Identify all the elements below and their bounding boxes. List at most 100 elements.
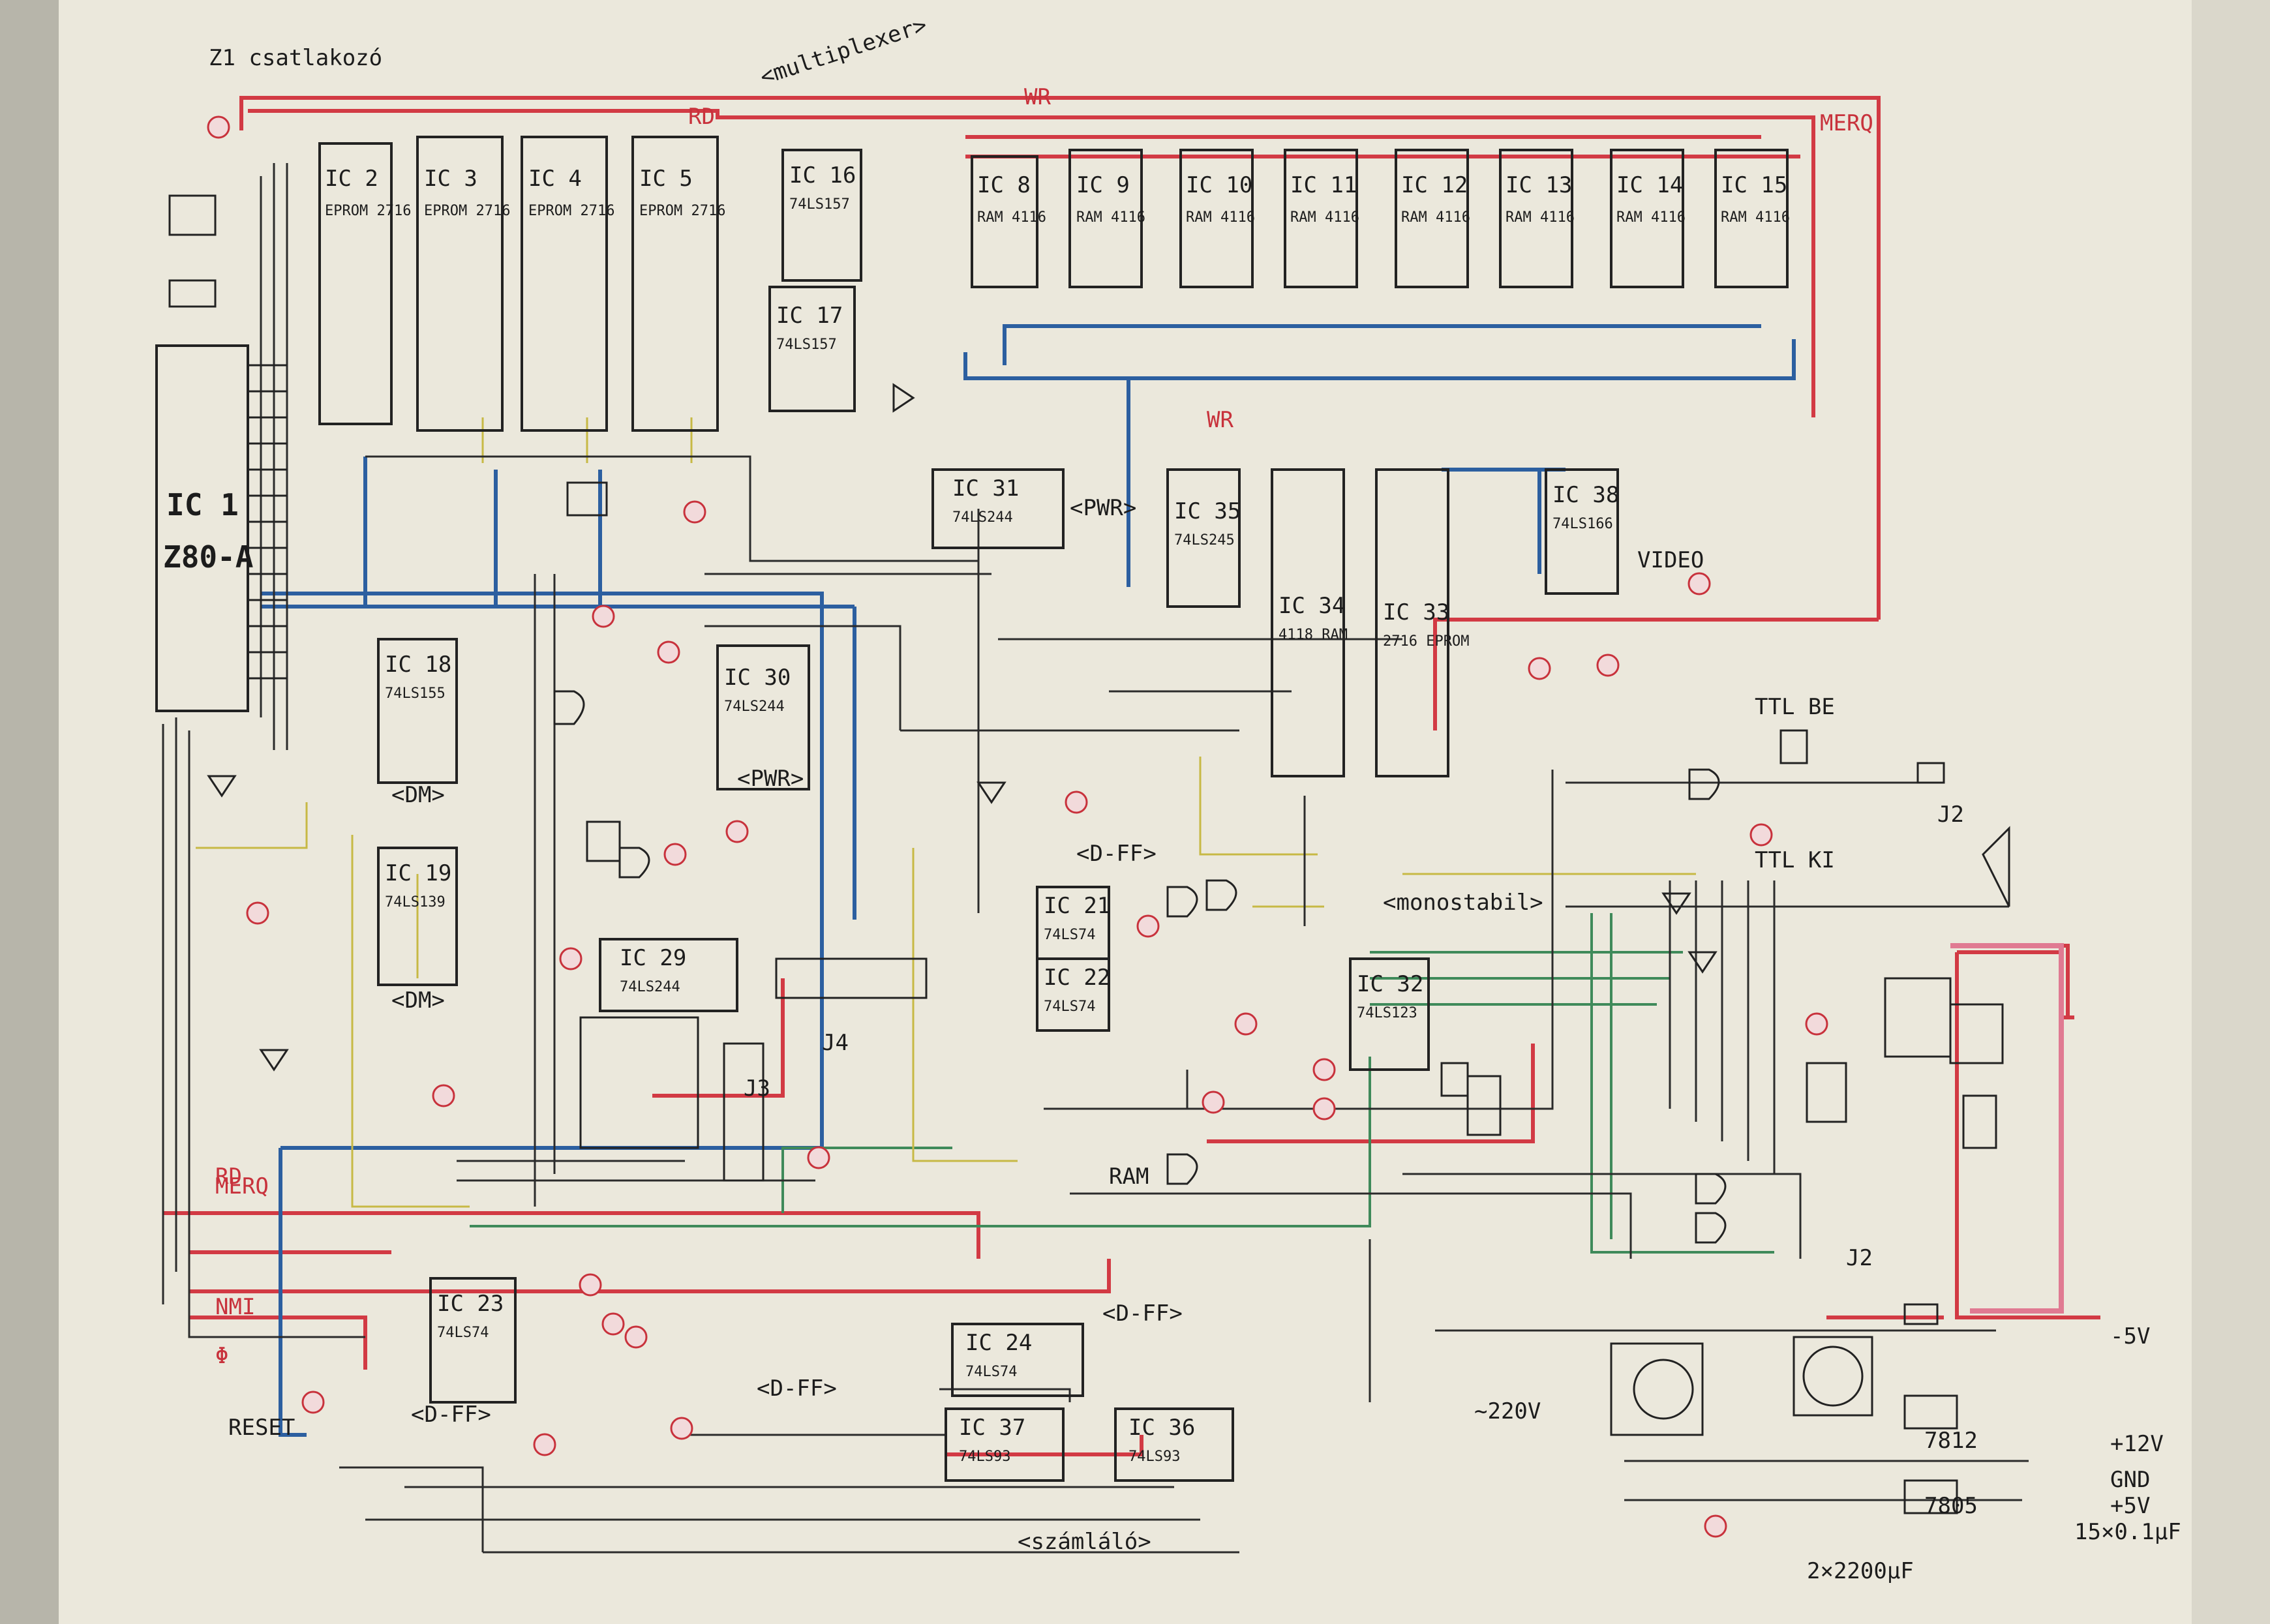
bus-label-nmi: NMI [215, 1294, 255, 1320]
connector-j3-label: J3 [744, 1075, 770, 1102]
ic-name: IC 17 [776, 303, 843, 329]
ic-part: 4118 RAM [1279, 627, 1348, 643]
output-minus5v-label: -5V [2110, 1323, 2150, 1349]
ic-name: IC 13 [1506, 172, 1572, 198]
ic-name: IC 35 [1174, 498, 1241, 524]
ic-11: IC 11 RAM 4116 [1284, 149, 1359, 288]
ic-part: 74LS74 [1044, 999, 1095, 1015]
ic-part: RAM 4116 [1616, 209, 1686, 226]
ic-name: IC 22 [1044, 965, 1110, 991]
misc-components [168, 194, 2010, 1514]
connector-j2-label: J2 [1937, 802, 1964, 828]
connector-j2-bottom-label: J2 [1846, 1245, 1873, 1271]
ic-31: IC 31 74LS244 [931, 468, 1065, 549]
note-counter: <számláló> [1018, 1529, 1151, 1555]
ic-name: IC 38 [1552, 482, 1619, 508]
output-5v-label: +5V [2110, 1493, 2150, 1519]
ic-name: IC 23 [437, 1291, 504, 1317]
ic-part: EPROM 2716 [639, 203, 725, 219]
note-dff-right: <D-FF> [1102, 1301, 1183, 1327]
ic-2: IC 2 EPROM 2716 [318, 142, 411, 425]
ic-12: IC 12 RAM 4116 [1395, 149, 1470, 288]
ic-13: IC 13 RAM 4116 [1499, 149, 1575, 288]
ic-24: IC 24 74LS74 [951, 1323, 1084, 1397]
ic-name: IC 32 [1357, 971, 1423, 997]
ic-name: IC 18 [385, 652, 451, 678]
ic-21: IC 21 74LS74 [1036, 886, 1110, 960]
ic-name: IC 14 [1616, 172, 1683, 198]
ic-5: IC 5 EPROM 2716 [631, 136, 725, 432]
connector-j4-label: J4 [822, 1030, 849, 1056]
ic-name: IC 24 [965, 1330, 1032, 1356]
ic-part: 74LS244 [952, 509, 1013, 526]
ic-name: IC 16 [789, 162, 856, 188]
ic-name: IC 21 [1044, 893, 1110, 919]
ic-name: IC 19 [385, 860, 451, 886]
ic-part: EPROM 2716 [424, 203, 510, 219]
note-dff-bottom: <D-FF> [757, 1376, 837, 1402]
mains-label: ~220V [1474, 1398, 1541, 1424]
ic-17: IC 17 74LS157 [768, 286, 856, 412]
note-dff-left: <D-FF> [411, 1402, 491, 1428]
ic-part: 74LS244 [724, 699, 785, 715]
ic-part: EPROM 2716 [528, 203, 614, 219]
ic-part: RAM 4116 [1290, 209, 1359, 226]
ic-part: RAM 4116 [1076, 209, 1145, 226]
ic-part: EPROM 2716 [325, 203, 411, 219]
ic-part: RAM 4116 [1186, 209, 1255, 226]
ic-name: IC 11 [1290, 172, 1357, 198]
ic-name: IC 10 [1186, 172, 1252, 198]
output-gnd-label: GND [2110, 1467, 2150, 1493]
red-wiring [163, 96, 2100, 1456]
cpu-ic1: IC 1 Z80-A [155, 344, 287, 712]
ic-part: 74LS74 [1044, 927, 1095, 943]
ic-part: 74LS93 [959, 1449, 1010, 1465]
ic-3: IC 3 EPROM 2716 [416, 136, 510, 432]
cpu-part: Z80-A [163, 539, 253, 575]
corner-note: Z1 csatlakozó [209, 45, 382, 71]
ic-part: 74LS139 [385, 894, 446, 910]
ic-part: 74LS93 [1128, 1449, 1180, 1465]
note-pwr-mid: <PWR> [737, 766, 804, 792]
ttl-in-label: TTL BE [1755, 694, 1835, 720]
ttl-out-label: TTL KI [1755, 847, 1835, 873]
ic-part: RAM 4116 [1506, 209, 1575, 226]
ic-part: 74LS157 [789, 196, 850, 213]
ic-name: IC 8 [977, 172, 1031, 198]
ic-name: IC 31 [952, 475, 1019, 502]
note-pwr-top: <PWR> [1070, 495, 1136, 521]
ic-part: 2716 EPROM [1383, 633, 1469, 650]
ic-part: 74LS157 [776, 337, 837, 353]
ic-part: 74LS166 [1552, 516, 1613, 532]
ic-22: IC 22 74LS74 [1036, 957, 1110, 1032]
note-dm-bottom: <DM> [391, 987, 445, 1014]
filter-caps-note: 2×2200μF [1807, 1558, 1914, 1584]
ic-30: IC 30 74LS244 [716, 644, 810, 790]
ic-part: 74LS245 [1174, 532, 1235, 549]
ic-name: IC 33 [1383, 599, 1449, 625]
cpu-name: IC 1 [166, 487, 239, 522]
ic-part: 74LS244 [620, 979, 680, 995]
ic-part: 74LS123 [1357, 1005, 1417, 1021]
ic-part: RAM 4116 [1401, 209, 1470, 226]
ic-name: IC 4 [528, 166, 582, 192]
ic-33: IC 33 2716 EPROM [1375, 468, 1469, 777]
ic-name: IC 29 [620, 945, 686, 971]
ic-35: IC 35 74LS245 [1166, 468, 1241, 608]
ic-name: IC 2 [325, 166, 378, 192]
ic-name: IC 12 [1401, 172, 1468, 198]
bus-label-merq: MERQ [1820, 110, 1873, 136]
regulator-7805-label: 7805 [1924, 1493, 1978, 1519]
ic-38: IC 38 74LS166 [1545, 468, 1619, 595]
ic-part: 74LS74 [965, 1364, 1017, 1380]
output-12v-label: +12V [2110, 1431, 2164, 1457]
ic-4: IC 4 EPROM 2716 [521, 136, 614, 432]
ic-name: IC 30 [724, 665, 791, 691]
